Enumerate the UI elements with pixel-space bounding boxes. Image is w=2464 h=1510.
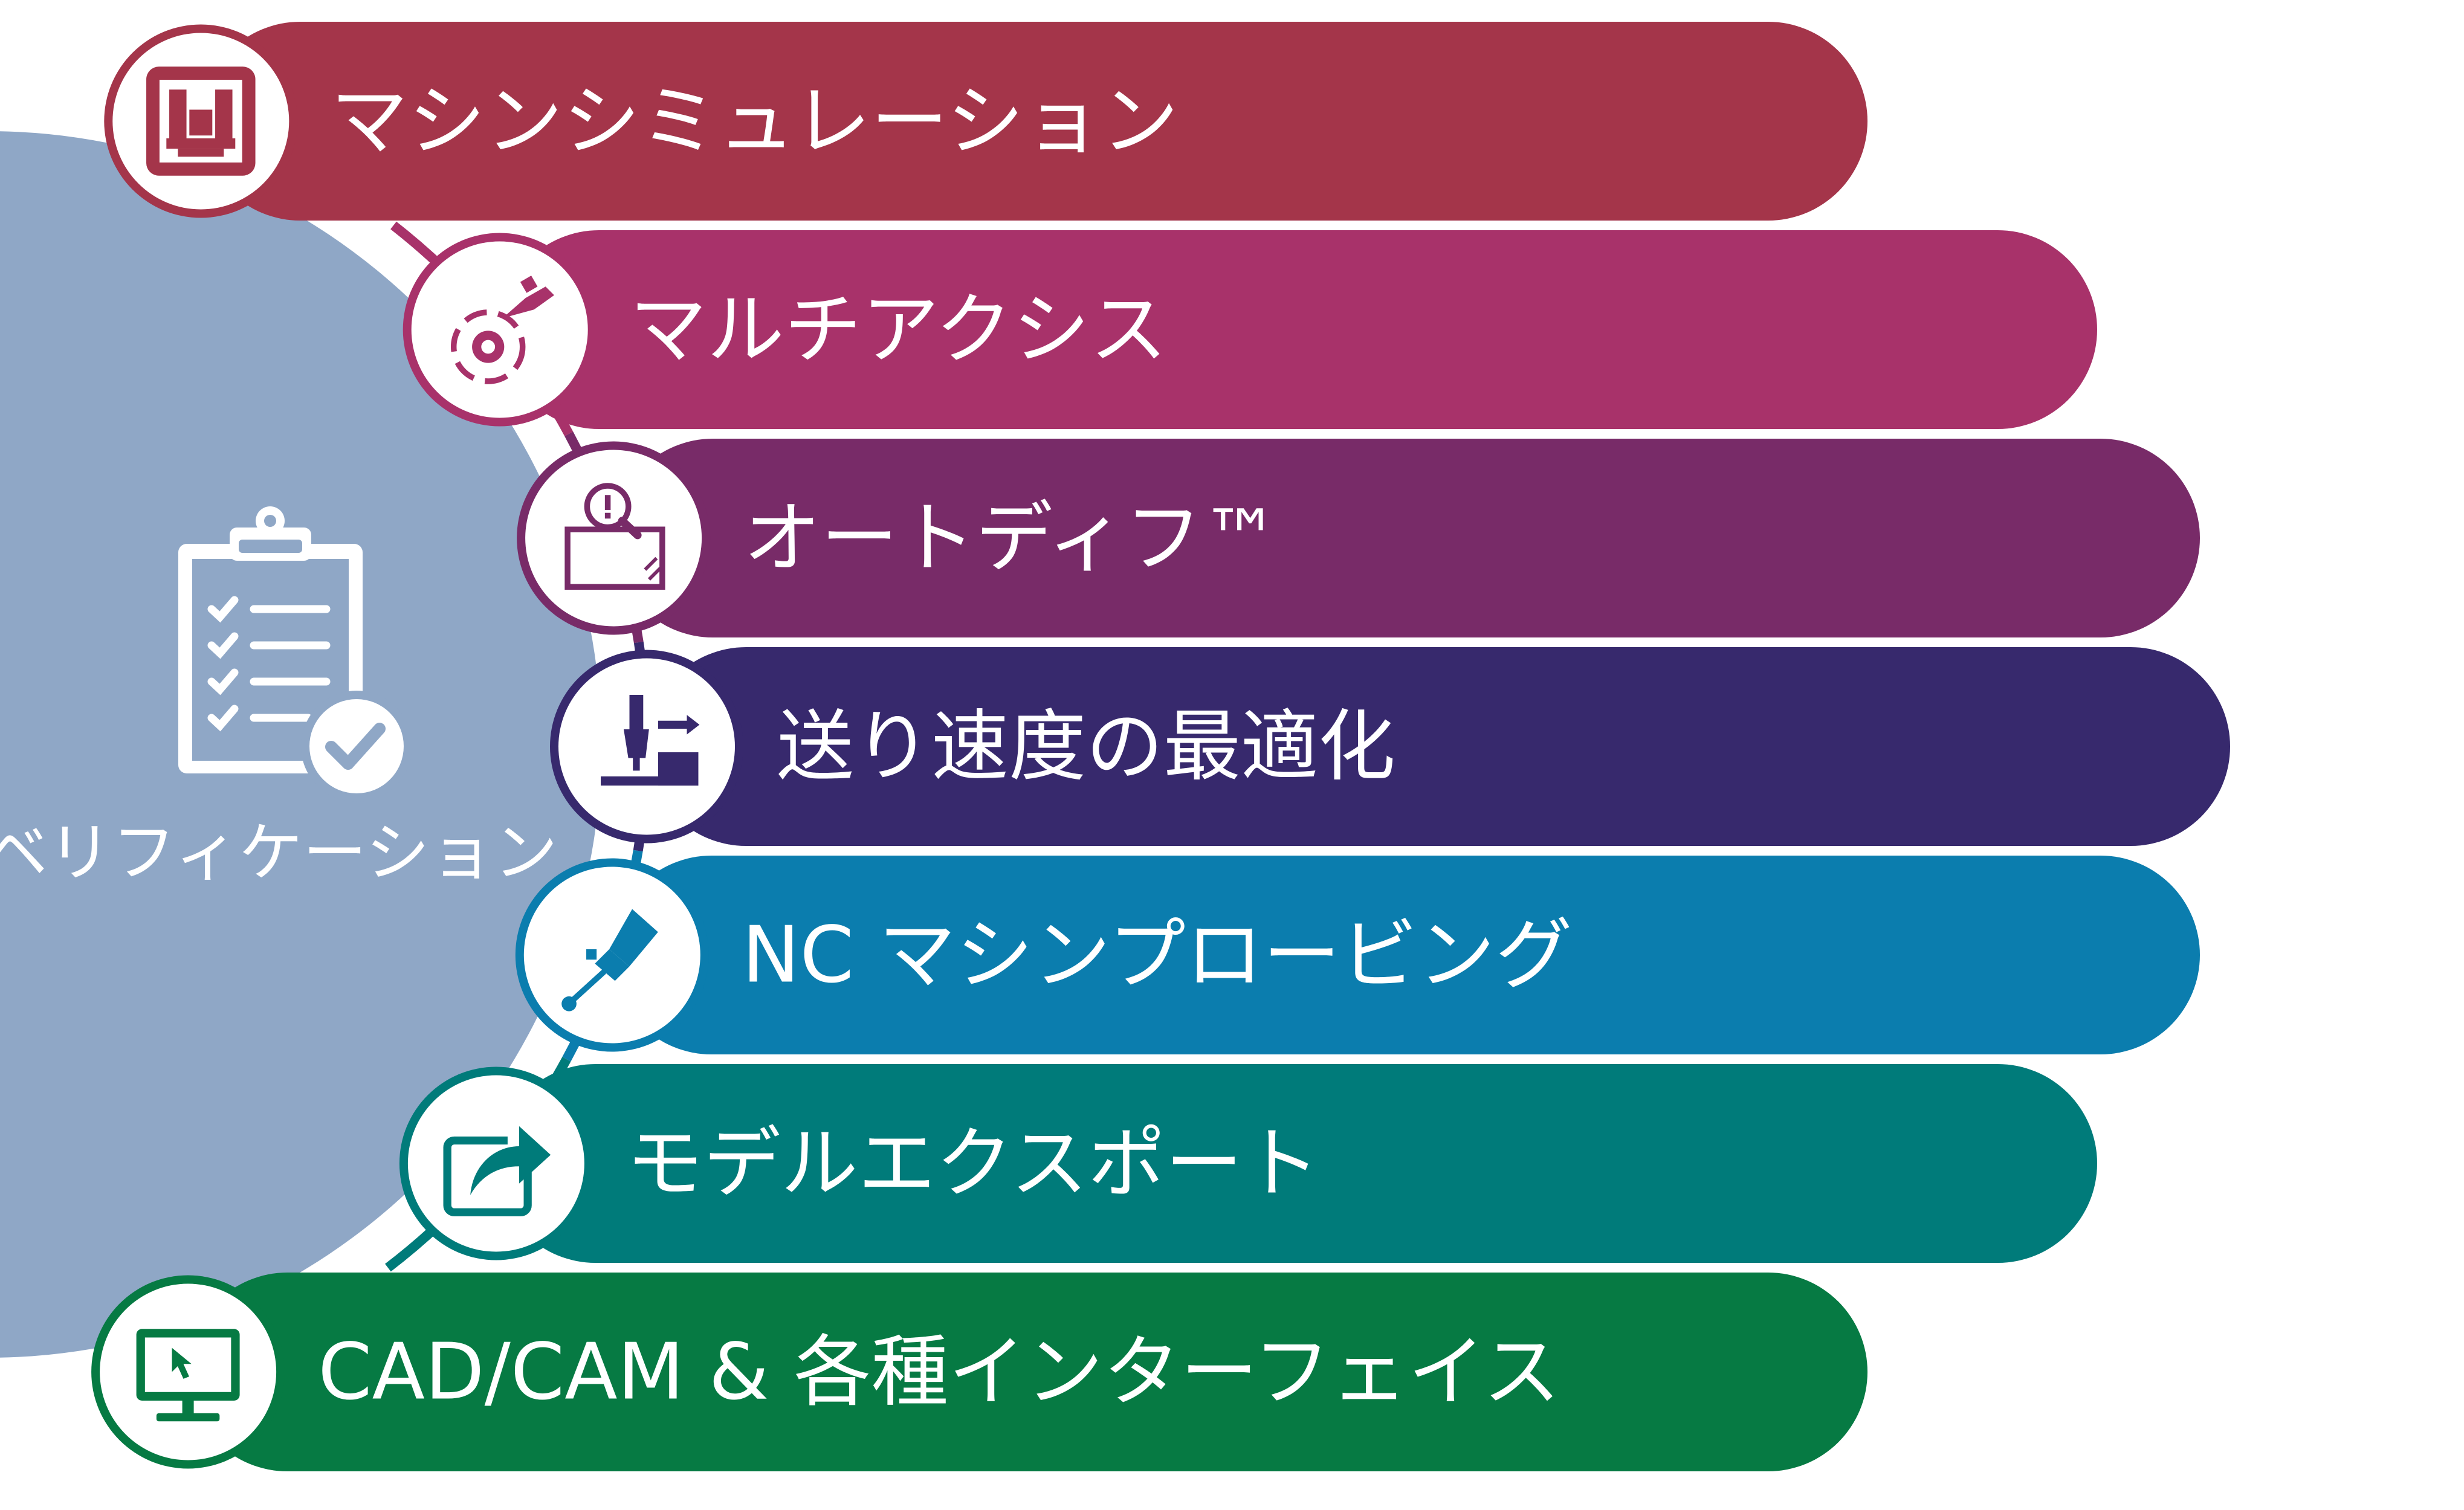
band-shape: [499, 230, 2098, 429]
probe-icon: [561, 909, 658, 1012]
multi-axis-icon: [450, 276, 554, 384]
band-shape: [612, 856, 2200, 1054]
monitor-cursor-icon: [136, 1329, 240, 1422]
band-label: マシンシミュレーション: [331, 77, 1179, 167]
clipboard-check-icon: [178, 506, 412, 802]
band-label: オートディフ™: [743, 494, 1279, 584]
band-shape: [647, 647, 2230, 846]
icon-disc: [525, 450, 702, 627]
band-shape: [188, 1273, 1867, 1471]
icon-disc: [411, 241, 588, 418]
band-shape: [496, 1064, 2098, 1263]
band-machine-simulation: マシンシミュレーション: [104, 22, 1867, 221]
band-shape: [613, 439, 2200, 637]
band-label: NC マシンプロービング: [742, 911, 1573, 1001]
band-label: CAD/CAM & 各種インターフェイス: [318, 1328, 1560, 1418]
autodiff-icon: [564, 483, 665, 590]
feed-rate-icon: [601, 695, 700, 786]
band-cad-cam-interfaces: CAD/CAM & 各種インターフェイス: [91, 1273, 1867, 1471]
machine-simulation-icon: [146, 66, 256, 176]
band-label: 送り速度の最適化: [777, 702, 1395, 792]
band-feed-rate-optimization: 送り速度の最適化: [550, 647, 2230, 846]
hub-label: ベリフィケーション: [0, 816, 558, 890]
band-shape: [201, 22, 1867, 221]
band-label: モデルエクスポート: [626, 1119, 1320, 1209]
export-icon: [443, 1123, 554, 1216]
band-autodiff: オートディフ™: [517, 439, 2200, 637]
band-multi-axis: マルチアクシス: [403, 230, 2098, 429]
band-model-export: モデルエクスポート: [399, 1064, 2098, 1263]
band-nc-machine-probing: NC マシンプロービング: [515, 856, 2200, 1054]
band-label: マルチアクシス: [630, 285, 1168, 375]
